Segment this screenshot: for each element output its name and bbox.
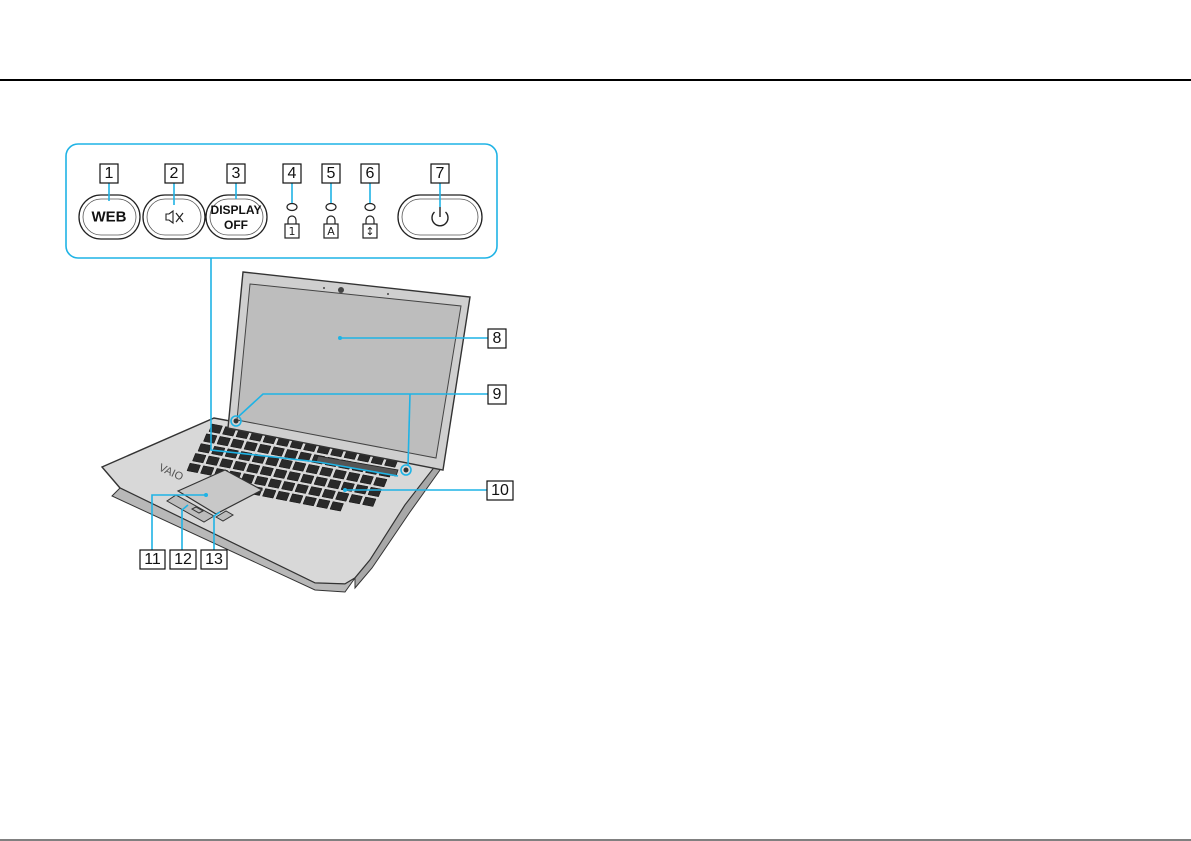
svg-text:9: 9 bbox=[493, 386, 502, 403]
svg-text:2: 2 bbox=[170, 165, 179, 182]
callout-10: 10 bbox=[487, 481, 513, 500]
web-button-label: WEB bbox=[92, 209, 127, 226]
display-off-label-line2: OFF bbox=[224, 218, 248, 232]
caps-lock-glyph: A bbox=[327, 225, 335, 238]
callout-6: 6 bbox=[361, 164, 379, 183]
svg-text:13: 13 bbox=[205, 551, 223, 568]
callout-12: 12 bbox=[170, 550, 196, 569]
callout-9: 9 bbox=[488, 385, 506, 404]
svg-text:1: 1 bbox=[105, 165, 114, 182]
callout-2: 2 bbox=[165, 164, 183, 183]
svg-text:8: 8 bbox=[493, 330, 502, 347]
display-off-label-line1: DISPLAY bbox=[211, 203, 262, 217]
callout-5: 5 bbox=[322, 164, 340, 183]
svg-text:6: 6 bbox=[366, 165, 375, 182]
svg-text:12: 12 bbox=[174, 551, 192, 568]
svg-text:10: 10 bbox=[491, 482, 509, 499]
svg-text:3: 3 bbox=[232, 165, 241, 182]
callout-11: 11 bbox=[140, 550, 165, 569]
svg-text:11: 11 bbox=[144, 551, 161, 568]
callout-7: 7 bbox=[431, 164, 449, 183]
callout-8: 8 bbox=[488, 329, 506, 348]
svg-text:4: 4 bbox=[288, 165, 297, 182]
built-in-camera bbox=[338, 287, 344, 293]
callout-1: 1 bbox=[100, 164, 118, 183]
display-off-button[interactable]: DISPLAY OFF bbox=[206, 195, 267, 239]
svg-text:7: 7 bbox=[436, 165, 445, 182]
callout-3: 3 bbox=[227, 164, 245, 183]
web-button[interactable]: WEB bbox=[79, 195, 140, 239]
button-panel: WEB DISPLAY OFF 1 bbox=[66, 144, 497, 258]
laptop-illustration: VAIO bbox=[102, 272, 470, 592]
svg-text:5: 5 bbox=[327, 165, 336, 182]
callout-4: 4 bbox=[283, 164, 301, 183]
scroll-lock-glyph: ↕ bbox=[365, 225, 374, 238]
callout-13: 13 bbox=[201, 550, 227, 569]
num-lock-glyph: 1 bbox=[289, 225, 296, 238]
